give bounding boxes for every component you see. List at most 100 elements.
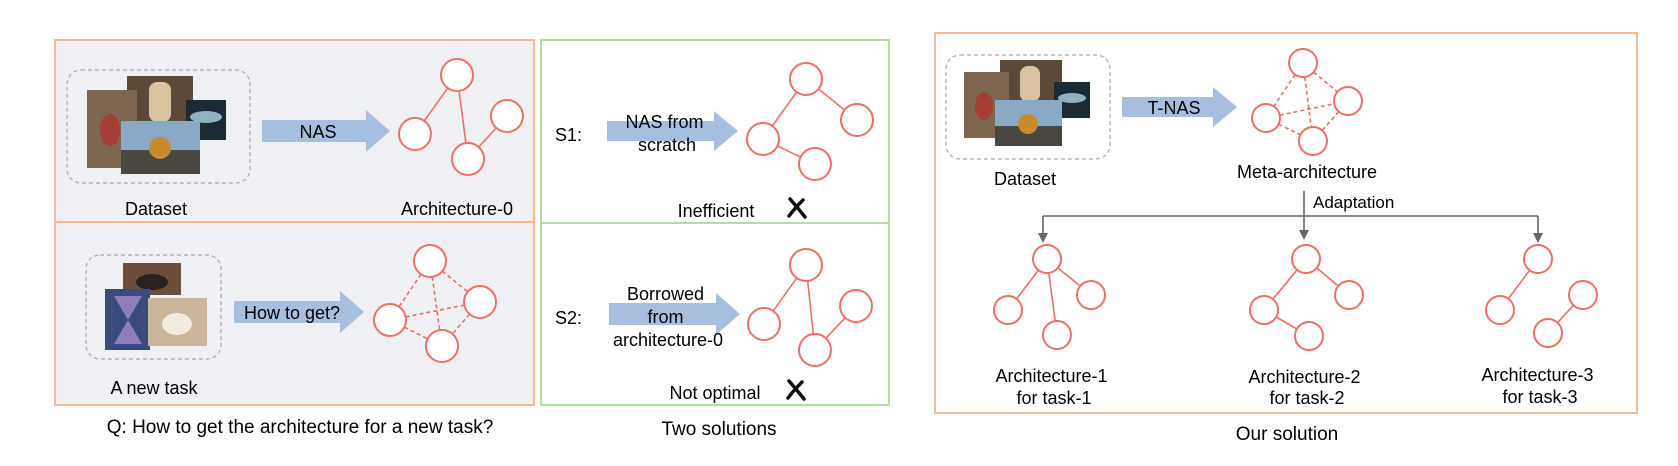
s1-arrow-label-line-1: NAS from <box>625 112 703 132</box>
s2-verdict: Not optimal <box>669 383 760 403</box>
how-to-get-arrow <box>234 291 364 333</box>
graph-edge <box>1272 269 1298 300</box>
architecture-0-caption: Architecture-0 <box>401 199 513 219</box>
graph-node <box>746 122 780 156</box>
graph-node <box>490 99 524 133</box>
meta-architecture-caption: Meta-architecture <box>1237 162 1377 182</box>
how-to-get-arrow-label: How to get? <box>244 303 340 323</box>
graph-node <box>425 329 459 363</box>
dataset-box <box>66 69 251 184</box>
adaptation-connectors <box>1038 191 1543 243</box>
graph-node <box>1334 280 1364 310</box>
our-dataset-image-collage <box>964 60 1090 146</box>
s1-graph <box>746 62 874 181</box>
architecture-0-graph <box>398 58 524 176</box>
graph-edge <box>1303 76 1313 128</box>
s1-arrow-label-line-2: scratch <box>638 135 696 155</box>
graph-node <box>789 62 823 96</box>
graph-edge <box>1313 71 1338 93</box>
graph-node <box>1032 244 1062 274</box>
graph-edge <box>1048 272 1056 322</box>
graph-edge <box>1556 304 1575 324</box>
graph-node <box>1485 295 1515 325</box>
graph-node <box>789 248 823 282</box>
problem-panel: NAS Dataset Architecture-0 How to get? A… <box>54 39 535 406</box>
graph-edge <box>825 317 846 339</box>
our-dataset-box <box>945 54 1111 160</box>
architecture-1-graph <box>993 244 1106 350</box>
s1-tag: S1: <box>555 125 582 145</box>
s2-tag: S2: <box>555 308 582 328</box>
s1-arrow <box>607 111 738 151</box>
graph-node <box>398 117 432 151</box>
problem-caption: Q: How to get the architecture for a new… <box>107 417 494 438</box>
hourglass-image-shape <box>114 296 142 344</box>
s2-graph <box>747 248 873 367</box>
graph-node <box>1288 48 1318 78</box>
solutions-panel: S1: NAS from scratch Inefficient S2: Bor… <box>540 39 890 406</box>
graph-node <box>1249 295 1279 325</box>
graph-node <box>840 103 874 137</box>
bird-image-body <box>975 92 993 120</box>
graph-node <box>1042 320 1072 350</box>
s2-arrow <box>609 293 740 335</box>
graph-edge <box>1321 111 1340 131</box>
our-solution-panel: Dataset T-NAS Meta-architecture Adaptati… <box>934 32 1638 414</box>
graph-edge <box>1057 267 1081 287</box>
graph-node <box>463 285 497 319</box>
graph-node <box>798 147 832 181</box>
graph-edge <box>771 91 798 127</box>
graph-node <box>1568 280 1598 310</box>
architecture-1-caption: Architecture-1 for task-1 <box>995 366 1112 408</box>
graph-edge <box>405 304 465 318</box>
cross-icon <box>787 197 807 219</box>
graph-edge <box>1015 269 1040 300</box>
t-nas-arrow-label: T-NAS <box>1147 98 1200 118</box>
graph-node <box>1291 244 1321 274</box>
new-task-image-collage <box>105 263 207 350</box>
meta-architecture-graph <box>1251 48 1363 156</box>
graph-node <box>1076 280 1106 310</box>
architecture-3-caption-line-2: for task-3 <box>1502 387 1577 407</box>
cross-icon <box>786 379 806 401</box>
cathedral-image-base <box>995 126 1062 146</box>
architecture-3-caption: Architecture-3 for task-3 <box>1481 365 1598 407</box>
graph-edge <box>1278 123 1301 136</box>
graph-edge <box>431 276 441 331</box>
graph-edge <box>441 270 469 293</box>
graph-node <box>798 333 832 367</box>
graph-node <box>440 58 474 92</box>
our-dataset-caption: Dataset <box>994 169 1056 189</box>
ufo-image-disc <box>190 111 222 123</box>
graph-edge <box>777 145 801 158</box>
graph-node <box>1294 321 1324 351</box>
graph-node <box>1298 126 1328 156</box>
s2-arrow-label-line-3: architecture-0 <box>613 330 723 350</box>
s2-arrow-label: Borrowed from architecture-0 <box>613 284 723 350</box>
dog-image-face <box>149 82 171 122</box>
architecture-3-caption-line-1: Architecture-3 <box>1481 365 1593 385</box>
graph-edge <box>1316 267 1339 287</box>
graph-edge <box>817 88 846 111</box>
new-task-graph <box>373 244 497 363</box>
graph-edge <box>1275 316 1298 330</box>
cups-image-cup <box>162 313 192 335</box>
graph-edge <box>403 326 429 340</box>
solutions-caption: Two solutions <box>661 419 776 440</box>
dataset-image-collage <box>87 76 226 174</box>
nas-arrow <box>262 110 390 152</box>
our-solution-panel-border <box>934 32 1638 414</box>
graph-node <box>1333 86 1363 116</box>
s2-arrow-label-line-1: Borrowed <box>627 284 704 304</box>
dataset-caption: Dataset <box>125 199 187 219</box>
graph-edge <box>1507 269 1531 300</box>
s1-arrow-label: NAS from scratch <box>625 112 708 155</box>
s2-arrow-label-line-2: from <box>647 307 683 327</box>
graph-edge <box>806 280 815 335</box>
graph-node <box>413 244 447 278</box>
graph-node <box>451 142 485 176</box>
our-solution-caption: Our solution <box>1236 424 1338 445</box>
graph-node <box>1533 318 1563 348</box>
architecture-1-caption-line-2: for task-1 <box>1016 388 1091 408</box>
